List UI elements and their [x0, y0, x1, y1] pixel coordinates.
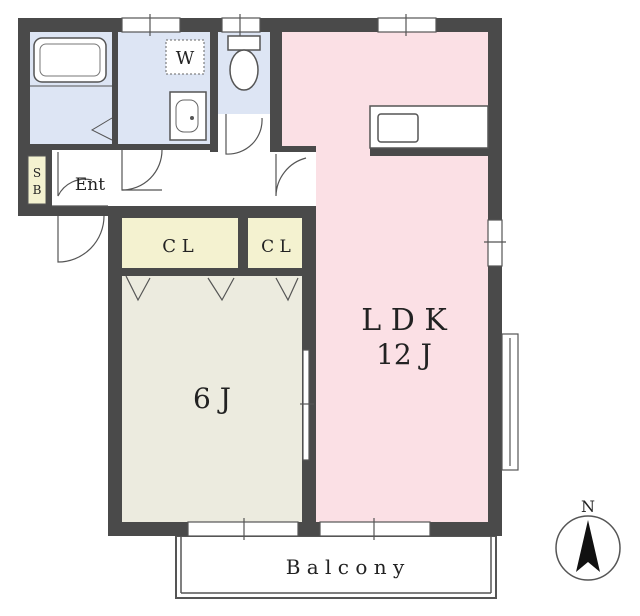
window-north-toilet — [221, 17, 261, 33]
bedroom-room — [122, 276, 302, 522]
closet-main — [122, 218, 238, 268]
shoe-box-label-b: B — [33, 183, 42, 197]
ldk-name-label: L D K — [361, 303, 447, 338]
north-arrow-icon — [576, 520, 600, 572]
window-south-bedroom — [187, 521, 299, 537]
window-east-upper — [487, 219, 503, 267]
toilet-tank-icon — [227, 35, 261, 51]
balcony-label: B a l c o n y — [286, 555, 405, 579]
compass-north-label: N — [581, 497, 595, 516]
window-north-wash — [121, 17, 181, 33]
washer-box — [165, 39, 205, 75]
compass: N — [555, 497, 621, 581]
entrance-label: Ent — [75, 175, 105, 195]
bathtub-icon — [33, 37, 107, 83]
closet-main-label: C L — [162, 236, 193, 257]
balcony — [175, 535, 497, 599]
closet-small — [248, 218, 302, 268]
washer-label: W — [176, 48, 195, 69]
window-north-kitchen — [377, 17, 437, 33]
bedroom-size-label: 6 J — [193, 382, 231, 415]
ldk-room — [316, 156, 488, 522]
toilet-bowl-icon — [229, 49, 259, 91]
closet-small-label: C L — [261, 237, 291, 257]
hallway — [118, 150, 316, 206]
kitchen-sink-icon — [377, 113, 419, 143]
entrance-area — [52, 150, 118, 206]
window-south-ldk — [319, 521, 431, 537]
shoe-box-label-s: S — [33, 166, 41, 180]
vanity-sink-icon — [169, 91, 207, 141]
ldk-size-label: 12 J — [376, 338, 432, 371]
